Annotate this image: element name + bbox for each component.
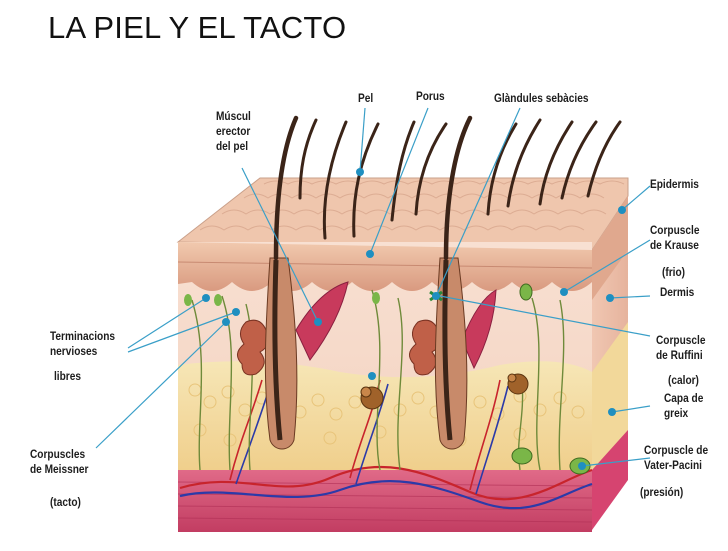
label-corpuscle-krause: Corpuscle de Krause — [650, 225, 700, 252]
label-libres: libres — [54, 371, 82, 383]
label-presion: (presión) — [640, 487, 684, 499]
label-glandules-sebacies: Glàndules sebàcies — [494, 93, 589, 105]
pointer-lines — [95, 107, 651, 467]
label-terminacions-nervioses: Terminacions nervioses — [50, 331, 116, 358]
epidermis-top-surface — [176, 177, 629, 251]
label-dermis: Dermis — [660, 287, 695, 299]
label-corpuscles-meissner: Corpuscles de Meissner — [30, 449, 89, 476]
blood-vessels — [179, 379, 593, 510]
label-tacto: (tacto) — [50, 497, 81, 509]
hairs — [273, 115, 622, 261]
label-epidermis: Epidermis — [650, 179, 699, 191]
sweat-glands — [360, 373, 529, 410]
erector-muscles — [295, 281, 497, 370]
skin-front-face — [177, 242, 593, 532]
label-frio: (frio) — [662, 267, 686, 279]
receptors — [184, 283, 591, 475]
page-title: LA PIEL Y EL TACTO — [48, 10, 347, 45]
label-calor: (calor) — [668, 375, 699, 387]
label-corpuscle-ruffini: Corpuscle de Ruffini — [656, 335, 706, 362]
label-pel: Pel — [358, 93, 374, 105]
skin-side-face — [592, 196, 628, 530]
sebaceous-glands — [237, 319, 442, 376]
label-capa-greix: Capa de greix — [664, 393, 704, 420]
pointer-dots — [202, 168, 626, 470]
label-porus: Porus — [416, 91, 445, 103]
nerve-fibers — [191, 289, 565, 471]
hair-follicles — [264, 257, 468, 450]
label-muscul-erector: Múscul erector del pel — [216, 111, 251, 153]
label-corpuscle-vater-pacini: Corpuscle de Vater-Pacini — [644, 445, 709, 472]
